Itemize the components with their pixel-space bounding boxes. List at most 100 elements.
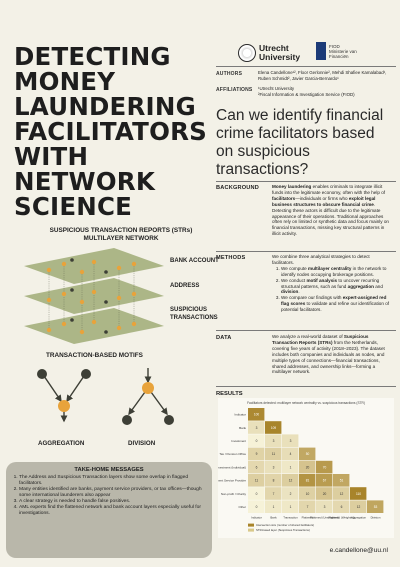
network-figure-title: SUSPICIOUS TRANSACTION REPORTS (STRs) MU… [26, 227, 216, 243]
utrecht-university-logo: Utrecht University [238, 43, 304, 65]
background-rule [216, 181, 396, 182]
heatmap-cell-value: 12 [340, 492, 344, 496]
takehome-title: TAKE-HOME MESSAGES [74, 467, 144, 473]
bold-span: expert-assigned red flag scores [281, 295, 387, 307]
header-rule [216, 66, 396, 67]
heatmap-cell [265, 434, 282, 447]
layer-plane-bank-account [24, 248, 164, 284]
heatmap-col-label: Flattened [302, 516, 314, 520]
title-line: MONEY [14, 67, 116, 96]
bold-span: Money laundering [272, 184, 312, 189]
heatmap-cell [248, 447, 265, 461]
methods-item: We compute multilayer centrality in the … [281, 266, 390, 278]
heatmap-row-label: Non-profit / Charity [221, 492, 247, 496]
heatmap-col-label: Transaction [283, 516, 298, 520]
methods-label: METHODS [216, 255, 246, 261]
heatmap-cell [248, 434, 265, 447]
heatmap-cell [316, 460, 333, 474]
heatmap-cell [316, 500, 333, 513]
bold-span: facilitators [272, 195, 296, 201]
heatmap-cell [333, 487, 350, 500]
heatmap-cell [265, 421, 282, 434]
heatmap-cell-value: 0 [256, 492, 258, 496]
data-text: We analyze a real-world dataset of Suspi… [272, 334, 385, 375]
heatmap-cell [282, 500, 299, 513]
heatmap-cell [248, 460, 265, 474]
heatmap-cell-value: 50 [306, 452, 310, 456]
heatmap-cell-value: 11 [255, 479, 259, 483]
heatmap-cell-value: 70 [323, 465, 327, 469]
layer-plane-transactions [24, 308, 164, 344]
heatmap-cell-value: 51 [340, 479, 344, 483]
heatmap-row-label: Indicator [234, 413, 246, 417]
background-text: Money laundering enables criminals to in… [272, 184, 389, 237]
bold-span: division [281, 289, 299, 295]
heatmap-cell [265, 487, 282, 500]
heatmap-cell-value: 110 [356, 492, 361, 496]
bold-span: aggregation [347, 283, 374, 289]
title-line: FACILITATORS [14, 117, 208, 146]
methods-item: We compare our findings with expert-assi… [281, 295, 390, 313]
heatmap-cell [333, 500, 350, 513]
heatmap-cell-value: 11 [272, 452, 276, 456]
takehome-box: TAKE-HOME MESSAGES The Address and Suspi… [6, 462, 212, 558]
heatmap-cell-value: 20 [306, 465, 310, 469]
heatmap-cell [282, 487, 299, 500]
layer-label-suspicious: SUSPICIOUS [170, 307, 208, 313]
heatmap-cell [299, 487, 316, 500]
heatmap-cell-value: 3 [290, 439, 292, 443]
heatmap-cell [248, 487, 265, 500]
takehome-list: The Address and Suspicious Transaction l… [12, 475, 206, 517]
heatmap-cell [282, 434, 299, 447]
results-heatmap: Facilitators detected: multilayer networ… [203, 401, 384, 532]
layer-label-bank-account: BANK ACCOUNT [170, 258, 219, 264]
heatmap-cell-value: 0 [256, 505, 258, 509]
methods-intro: We combine three analytical strategies t… [272, 254, 370, 265]
heatmap-cell [265, 460, 282, 474]
network-nodes [46, 259, 137, 335]
heatmap-cell-value: 81 [306, 479, 310, 483]
heatmap-cell [299, 447, 316, 461]
bold-span: Suspicious Transaction Reports (STRs) [272, 334, 369, 345]
heatmap-cell [299, 460, 316, 474]
heatmap-cell [265, 447, 282, 461]
authors-label: AUTHORS [216, 71, 243, 77]
multilayer-network-graphic [24, 248, 164, 344]
heatmap-col-label: Flattened (Weighted) [328, 516, 354, 520]
bold-span: multilayer centrality [307, 265, 352, 271]
contact-email[interactable]: e.candellone@uu.nl [329, 547, 388, 554]
data-rule [216, 330, 396, 331]
heatmap-legend-swatch [248, 523, 254, 527]
heatmap-cell-value: 53 [374, 505, 378, 509]
motifs-title: TRANSACTION-BASED MOTIFS [46, 352, 143, 359]
heatmap-col-label: Bank [270, 516, 277, 520]
heatmap-cell [350, 500, 367, 513]
authors-text: Elena Candellone¹², Floor Gerlonnie², Me… [258, 70, 387, 81]
heatmap-cell-value: 10 [306, 492, 310, 496]
heatmap-cell-value: 12 [289, 479, 293, 483]
heatmap-cell-value: 3 [324, 505, 326, 509]
heatmap-cell-value: 4 [290, 452, 292, 456]
fiod-logo: FIOD Ministerie van Financiën [316, 42, 376, 64]
results-rule [216, 386, 396, 387]
heatmap-cell [350, 487, 367, 500]
heatmap-cell-value: 1 [273, 505, 275, 509]
interlayer-links [48, 262, 135, 332]
data-label: DATA [216, 335, 232, 341]
heatmap-legend-label: Intersection size (number of shared faci… [256, 523, 314, 527]
heatmap-legend-swatch [248, 528, 254, 532]
heatmap-cell [299, 474, 316, 487]
heatmap-cell [333, 474, 350, 487]
bold-span: motif analysis [306, 277, 338, 283]
heatmap-cell [367, 500, 384, 513]
layer-label-transactions: TRANSACTIONS [170, 315, 218, 321]
takehome-item: The Address and Suspicious Transaction l… [19, 475, 206, 487]
heatmap-legend-label: STR-based layer (Suspicious Transactions… [256, 528, 310, 532]
research-question: Can we identify financial crime facilita… [216, 107, 384, 178]
heatmap-col-label: Aggregation [351, 516, 367, 520]
network-nodes-dark [70, 258, 108, 334]
heatmap-cell [248, 408, 265, 421]
title-line: LAUNDERING [14, 92, 196, 121]
takehome-item: A clear strategy is needed to handle fal… [19, 499, 206, 505]
